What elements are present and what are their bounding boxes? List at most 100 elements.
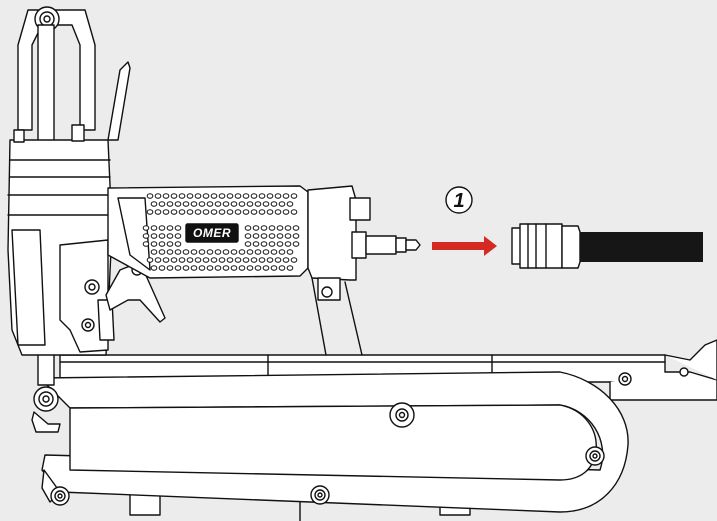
grip-hole — [174, 225, 182, 231]
grip-hole — [146, 193, 154, 199]
grip-hole — [154, 257, 162, 263]
grip-hole — [142, 233, 150, 239]
tool-handle: OMER — [107, 185, 309, 279]
grip-hole — [244, 225, 252, 231]
guard-plate — [107, 61, 131, 141]
grip-hole — [146, 257, 154, 263]
grip-hole — [286, 265, 294, 271]
grip-hole — [254, 249, 262, 255]
grip-hole — [282, 257, 290, 263]
grip-hole — [244, 241, 252, 247]
grip-hole — [198, 201, 206, 207]
grip-hole — [202, 257, 210, 263]
grip-hole — [246, 201, 254, 207]
grip-hole — [194, 209, 202, 215]
grip-hole — [178, 209, 186, 215]
grip-hole — [266, 209, 274, 215]
grip-hole — [154, 193, 162, 199]
grip-hole — [276, 225, 284, 231]
grip-hole — [262, 249, 270, 255]
grip-hole — [222, 249, 230, 255]
grip-hole — [150, 265, 158, 271]
grip-hole — [166, 249, 174, 255]
grip-hole — [202, 193, 210, 199]
grip-hole — [274, 209, 282, 215]
brand-badge: OMER — [185, 223, 239, 243]
grip-hole — [214, 265, 222, 271]
grip-hole — [198, 249, 206, 255]
grip-hole — [142, 225, 150, 231]
grip-hole — [286, 249, 294, 255]
grip-hole — [270, 201, 278, 207]
grip-hole — [150, 241, 158, 247]
grip-hole — [182, 249, 190, 255]
grip-hole — [230, 249, 238, 255]
grip-hole — [158, 249, 166, 255]
grip-hole — [174, 241, 182, 247]
grip-hole — [238, 249, 246, 255]
grip-hole — [170, 257, 178, 263]
grip-hole — [186, 193, 194, 199]
grip-hole — [154, 209, 162, 215]
grip-hole — [234, 193, 242, 199]
grip-hole — [258, 209, 266, 215]
grip-hole — [270, 265, 278, 271]
grip-hole — [282, 209, 290, 215]
grip-hole — [206, 265, 214, 271]
grip-hole — [292, 233, 300, 239]
grip-hole — [276, 233, 284, 239]
grip-hole — [226, 257, 234, 263]
grip-hole — [186, 209, 194, 215]
grip-hole — [252, 233, 260, 239]
grip-hole — [238, 265, 246, 271]
grip-hole — [214, 249, 222, 255]
grip-hole — [194, 193, 202, 199]
grip-hole — [284, 233, 292, 239]
grip-hole — [252, 241, 260, 247]
grip-hole — [218, 257, 226, 263]
grip-hole — [162, 257, 170, 263]
connection-arrow — [432, 236, 497, 256]
grip-hole — [268, 241, 276, 247]
grip-hole — [242, 209, 250, 215]
grip-hole — [278, 249, 286, 255]
grip-hole — [206, 201, 214, 207]
grip-hole — [158, 233, 166, 239]
quick-coupler — [511, 223, 581, 269]
grip-hole — [218, 209, 226, 215]
grip-hole — [182, 265, 190, 271]
grip-hole — [258, 257, 266, 263]
step-number: 1 — [453, 190, 464, 212]
grip-hole — [266, 193, 274, 199]
grip-hole — [174, 201, 182, 207]
grip-hole — [166, 201, 174, 207]
grip-hole — [206, 249, 214, 255]
grip-hole — [262, 265, 270, 271]
grip-hole — [226, 209, 234, 215]
grip-hole — [150, 201, 158, 207]
grip-hole — [210, 257, 218, 263]
grip-hole — [210, 193, 218, 199]
grip-hole — [274, 257, 282, 263]
grip-hole — [258, 193, 266, 199]
grip-hole — [268, 233, 276, 239]
swing-arm — [39, 371, 629, 513]
grip-hole — [276, 241, 284, 247]
grip-hole — [244, 233, 252, 239]
tool-air-inlet — [307, 185, 421, 356]
grip-hole — [202, 209, 210, 215]
grip-hole — [158, 225, 166, 231]
grip-hole — [250, 257, 258, 263]
grip-hole — [238, 201, 246, 207]
grip-hole — [270, 249, 278, 255]
grip-hole — [242, 257, 250, 263]
grip-hole — [150, 233, 158, 239]
grip-hole — [260, 225, 268, 231]
grip-hole — [286, 201, 294, 207]
grip-hole — [190, 249, 198, 255]
grip-hole — [166, 265, 174, 271]
grip-hole — [262, 201, 270, 207]
grip-hole — [266, 257, 274, 263]
